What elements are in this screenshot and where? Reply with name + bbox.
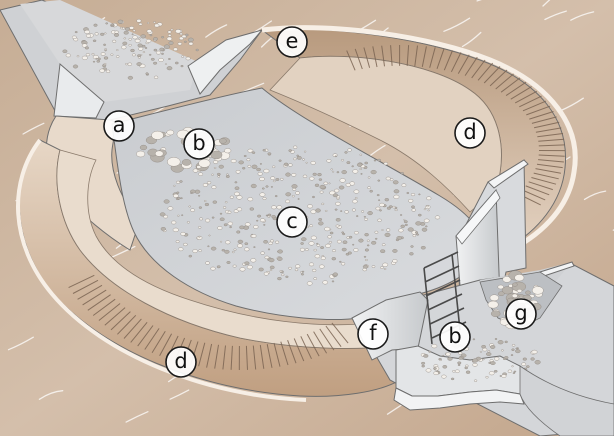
label-d-upper-text: d [463, 120, 476, 144]
label-c-text: c [286, 209, 298, 233]
label-g-text: g [514, 301, 527, 325]
label-c: c [277, 207, 307, 237]
label-d-upper: d [455, 118, 485, 148]
label-e-text: e [286, 29, 299, 53]
label-e: e [277, 27, 307, 57]
label-a: a [104, 111, 134, 141]
label-g: g [506, 299, 536, 329]
label-b-inlet-text: b [192, 131, 205, 155]
label-d-lower-text: d [174, 349, 187, 373]
label-f: f [358, 319, 388, 349]
label-b-outlet-text: b [448, 324, 461, 348]
label-d-lower: d [166, 347, 196, 377]
label-b-outlet: b [440, 322, 470, 352]
label-b-inlet: b [184, 129, 214, 159]
label-f-text: f [369, 321, 377, 345]
label-a-text: a [113, 113, 126, 137]
